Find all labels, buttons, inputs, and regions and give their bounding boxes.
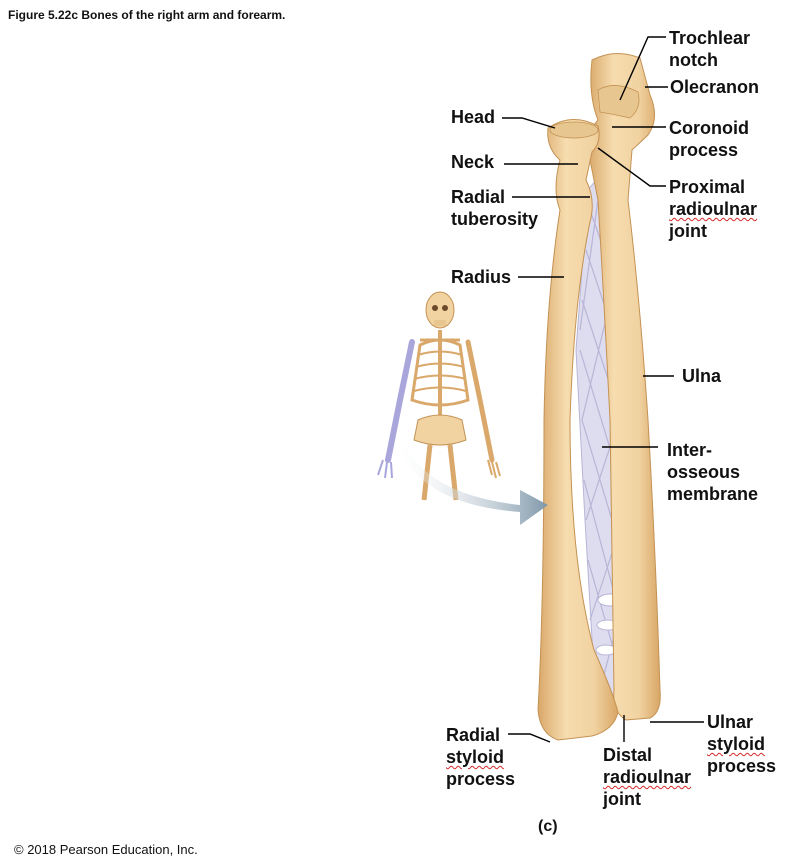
label-neck: Neck	[451, 152, 495, 172]
figure-title: Figure 5.22c Bones of the right arm and …	[8, 8, 286, 22]
copyright-notice: © 2018 Pearson Education, Inc.	[14, 842, 198, 857]
label-trochlear-notch: Trochlear notch	[669, 28, 751, 70]
label-ulnar-styloid-process: Ulnar styloid process	[707, 712, 777, 776]
ulna-bone	[587, 53, 661, 721]
label-radial-styloid-process: Radial styloid process	[446, 725, 516, 789]
label-interosseous-membrane: Inter- osseous membrane	[667, 440, 759, 504]
label-head: Head	[451, 107, 496, 127]
label-ulna: Ulna	[682, 366, 722, 386]
label-coronoid-process: Coronoid process	[669, 118, 749, 160]
label-distal-radioulnar-joint: Distal radioulnar joint	[603, 745, 692, 809]
panel-letter: (c)	[538, 818, 558, 835]
leader-lines	[502, 36, 704, 743]
label-olecranon: Olecranon	[670, 77, 760, 97]
radius-bone	[537, 119, 619, 741]
skeleton-icon	[377, 291, 501, 501]
label-radial-tuberosity: Radial tuberosity	[451, 187, 539, 229]
label-radius: Radius	[451, 267, 512, 287]
label-proximal-radioulnar-joint: Proximal radioulnar joint	[669, 177, 758, 241]
arrow-icon	[400, 445, 548, 525]
